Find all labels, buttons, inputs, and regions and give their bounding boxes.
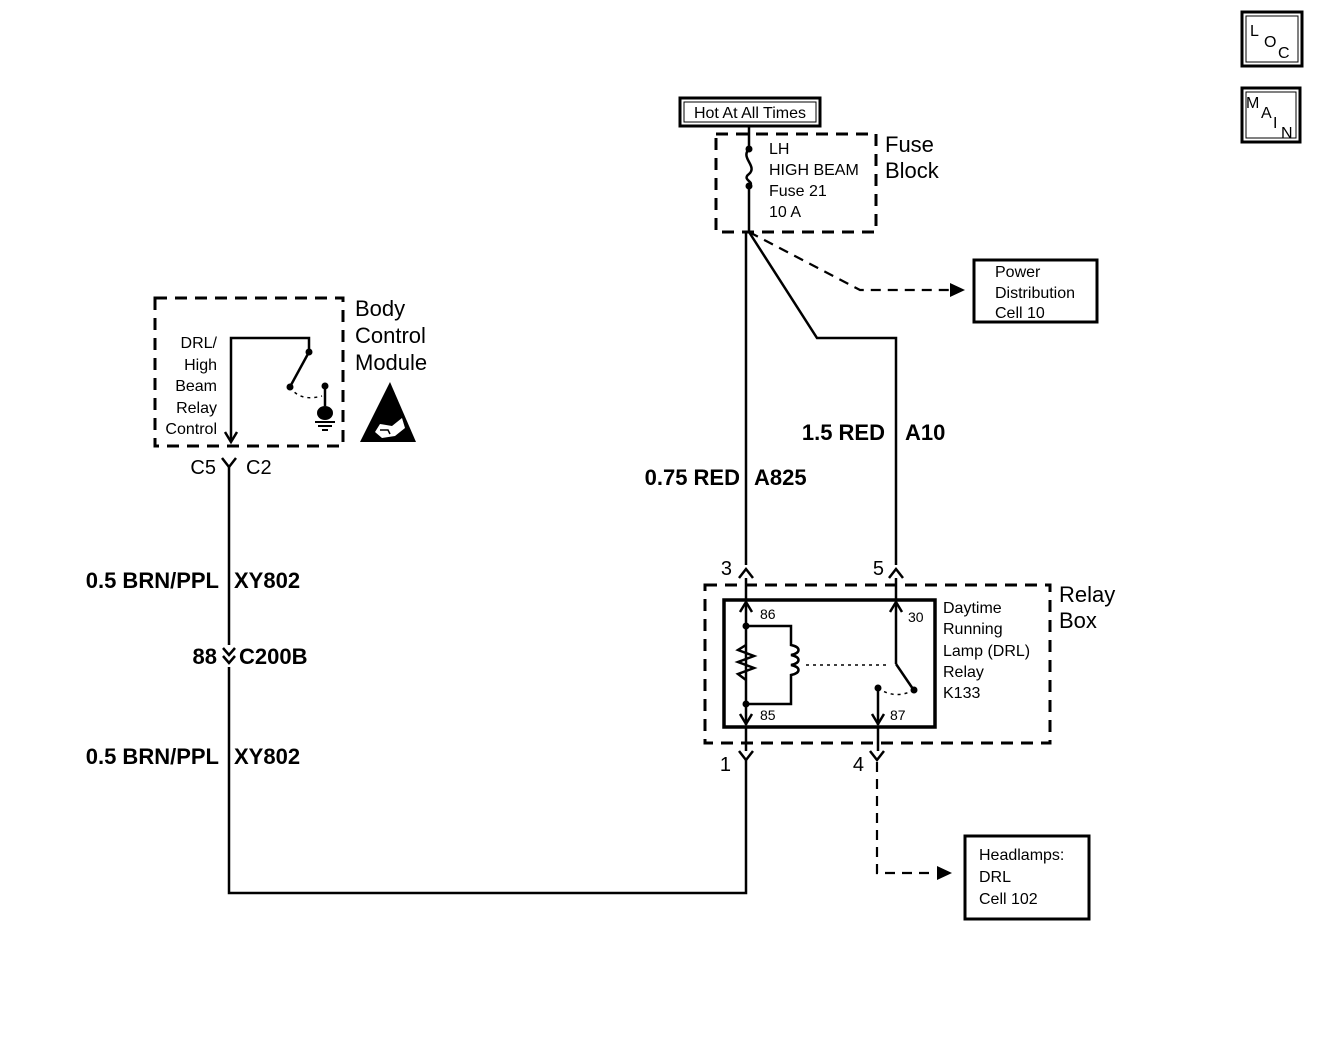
wire-a10-circuit: A10 [905,420,945,445]
headlamps-link [875,762,935,875]
power-distribution-label-1: Power [995,264,1041,281]
bcm-function-4: Relay [176,400,217,417]
wire-xy802-upper-size-color: 0.5 BRN/PPL [86,568,219,593]
fuse-label-4: 10 A [769,204,801,221]
bcm-function-2: High [184,357,217,374]
wire-a825-circuit: A825 [754,465,807,490]
relay-pin-30: 30 [908,609,924,625]
wire-a825-size-color: 0.75 RED [645,465,740,490]
bcm-output-arrow-icon [223,431,239,445]
wire-a10-size-color: 1.5 RED [802,420,885,445]
esd-warning-icon [360,382,416,442]
relay-label-1: Daytime [943,600,1002,617]
bcm-function-3: Beam [175,378,217,395]
main-letter-a: A [1261,105,1272,122]
headlamps-label-2: DRL [979,869,1011,886]
relay-label-3: Lamp (DRL) [943,643,1030,660]
relay-box-pin-1: 1 [720,754,731,776]
bcm-switch-icon [229,336,335,440]
inline-connector-pin: 88 [193,644,217,669]
main-button[interactable]: M A I N [1240,86,1302,144]
relay-pin-86: 86 [760,606,776,622]
wire-xy802-lower-circuit: XY802 [234,744,300,769]
bcm-title-1: Body [355,296,405,321]
bcm-function-1: DRL/ [181,335,218,352]
relay-box-title-2: Box [1059,608,1097,633]
relay-label-4: Relay [943,664,984,681]
coil-icon [746,624,800,706]
headlamps-label-1: Headlamps: [979,847,1064,864]
power-source-text: Hot At All Times [694,105,806,122]
main-letter-n: N [1281,125,1293,142]
power-distribution-link [748,231,950,292]
fuse-label-3: Fuse 21 [769,183,827,200]
arrow-icon [950,283,965,297]
bcm-title-3: Module [355,350,427,375]
wire-xy802-lower-size-color: 0.5 BRN/PPL [86,744,219,769]
relay-box-title-1: Relay [1059,582,1115,607]
fuse-label-1: LH [769,141,789,158]
bcm-function-5: Control [165,421,217,438]
relay-label-2: Running [943,621,1003,638]
inline-connector-icon [221,645,237,667]
fuse-block: Fuse Block LH HIGH BEAM Fuse 21 10 A [714,126,940,234]
main-letter-m: M [1246,95,1259,112]
bcm-title-2: Control [355,323,426,348]
relay-box-pin-3: 3 [721,558,732,580]
relay-box: Relay Box 3 5 1 4 86 85 [703,558,1115,776]
connector-icon [888,566,904,579]
connector-icon [869,750,885,763]
relay-label-5: K133 [943,685,980,702]
body-control-module: Body Control Module DRL/ High Beam Relay… [153,296,427,448]
loc-letter-c: C [1278,45,1290,62]
fuse-label-2: HIGH BEAM [769,162,859,179]
wire-xy802-upper-circuit: XY802 [234,568,300,593]
bcm-connector-c2: C2 [246,457,272,479]
power-distribution-label-3: Cell 10 [995,305,1045,322]
connector-icon [738,566,754,579]
headlamps-box[interactable]: Headlamps: DRL Cell 102 [963,834,1091,921]
loc-letter-o: O [1264,34,1276,51]
main-letter-i: I [1273,115,1277,132]
loc-letter-l: L [1250,23,1259,40]
bcm-connector-c5: C5 [190,457,216,479]
relay-box-pin-5: 5 [873,558,884,580]
wire-a10 [747,231,898,565]
inline-connector-name: C200B [239,644,307,669]
connector-icon [221,457,237,470]
fuse-block-title-1: Fuse [885,132,934,157]
power-distribution-label-2: Distribution [995,285,1075,302]
connector-icon [738,750,754,763]
relay-pin-87: 87 [890,707,906,723]
loc-button[interactable]: L O C [1240,10,1304,68]
power-source-label: Hot At All Times [678,96,822,128]
fuse-block-title-2: Block [885,158,940,183]
wire-xy802 [227,467,748,895]
fuse-symbol [745,126,753,232]
arrow-icon [937,866,952,880]
power-distribution-box[interactable]: Power Distribution Cell 10 [972,258,1099,324]
drl-relay-k133: 86 85 30 87 [722,578,937,751]
relay-pin-85: 85 [760,707,776,723]
headlamps-label-3: Cell 102 [979,891,1038,908]
relay-box-pin-4: 4 [853,754,864,776]
resistor-icon [734,643,758,681]
